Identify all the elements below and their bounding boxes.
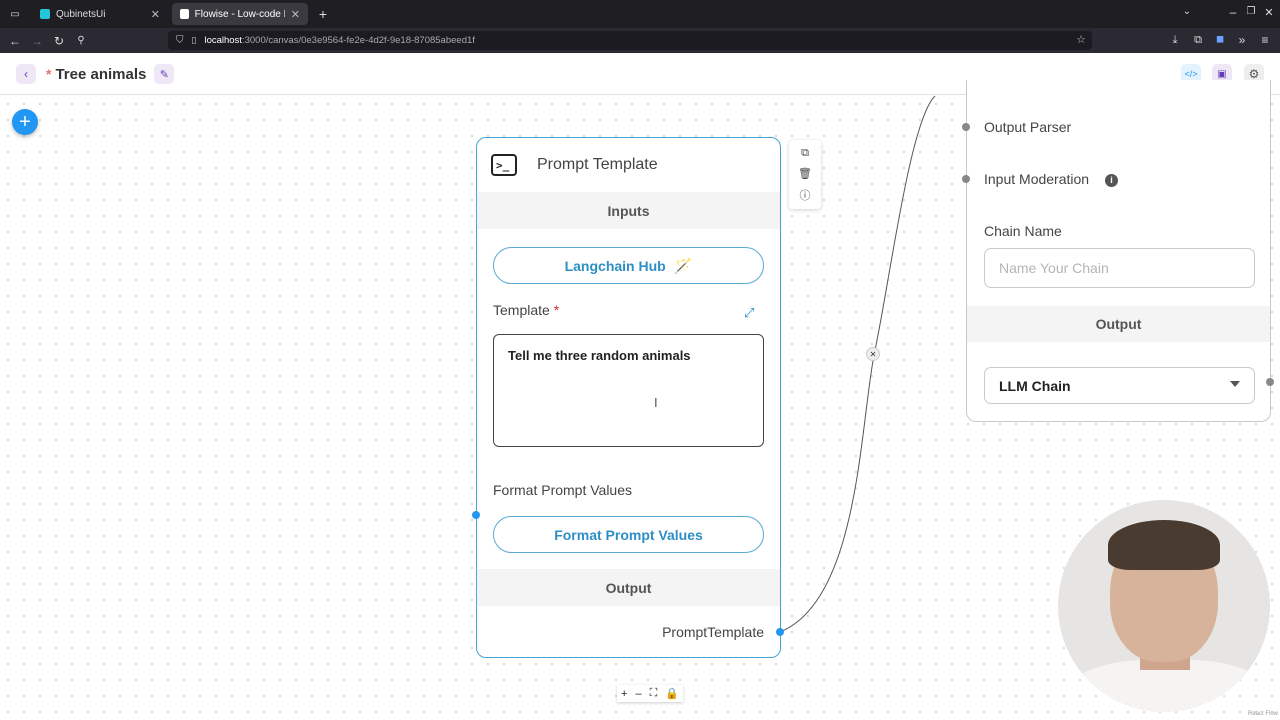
forward-arrow-icon[interactable]: → (31, 33, 43, 48)
chain-output-section-header: Output (967, 306, 1270, 342)
template-label-text: Template (493, 302, 550, 318)
close-tab-icon[interactable]: ✕ (290, 8, 300, 21)
llm-chain-output-handle[interactable] (1266, 378, 1274, 386)
chain-name-label: Chain Name (984, 223, 1062, 239)
chain-name-placeholder: Name Your Chain (999, 260, 1109, 276)
react-flow-attribution[interactable]: React Flow (1247, 711, 1278, 717)
webcam-person-hair (1108, 520, 1220, 570)
reload-icon[interactable]: ↻ (53, 33, 65, 48)
format-prompt-values-button[interactable]: Format Prompt Values (493, 516, 764, 553)
input-moderation-text: Input Moderation (984, 171, 1090, 187)
url-host: localhost (204, 35, 242, 46)
template-label: Template * (493, 302, 559, 318)
downloads-icon[interactable]: ⤓ (1172, 34, 1178, 46)
edge-delete-button[interactable]: ✕ (866, 347, 880, 361)
tab-title: QubinetsUi (56, 8, 106, 20)
chevron-down-icon (1230, 381, 1240, 387)
output-type-select[interactable]: LLM Chain (984, 367, 1255, 404)
input-moderation-input-handle[interactable] (962, 175, 970, 183)
output-parser-label: Output Parser (984, 119, 1072, 135)
back-arrow-icon[interactable]: ← (9, 33, 21, 48)
duplicate-icon[interactable]: ⧉ (801, 146, 809, 159)
fit-view-icon[interactable]: ⛶ (649, 687, 658, 699)
node-title: Prompt Template (537, 156, 658, 173)
info-icon[interactable]: i (1104, 173, 1118, 187)
langchain-hub-label: Langchain Hub (564, 257, 666, 274)
url-bar[interactable]: ⛉ ▯ localhost:3000/canvas/0e3e9564-fe2e-… (168, 31, 1092, 50)
format-values-input-handle[interactable] (472, 511, 480, 519)
tab-overview-icon[interactable]: ▭ (10, 8, 20, 20)
zoom-out-icon[interactable]: – (635, 687, 642, 700)
flowise-favicon-icon (180, 9, 189, 19)
edit-title-button[interactable]: ✎ (154, 64, 175, 84)
zoom-controls: + – ⛶ 🔒 (617, 685, 683, 702)
input-moderation-label: Input Moderation i (984, 171, 1118, 187)
bookmark-star-icon[interactable]: ☆ (1076, 34, 1086, 46)
required-marker: * (553, 302, 560, 318)
zoom-in-icon[interactable]: + (621, 687, 628, 700)
new-tab-icon[interactable]: + (318, 6, 328, 22)
template-textarea[interactable]: Tell me three random animals I (493, 334, 764, 447)
back-button[interactable]: ‹ (16, 64, 36, 84)
close-tab-icon[interactable]: ✕ (150, 8, 160, 21)
prompt-template-output-handle[interactable] (776, 628, 784, 636)
minimize-window-icon[interactable]: – (1229, 5, 1237, 19)
llm-chain-node[interactable]: Output Parser Input Moderation i Chain N… (966, 80, 1271, 422)
close-window-icon[interactable]: ✕ (1264, 7, 1274, 19)
template-value: Tell me three random animals (508, 348, 691, 363)
langchain-hub-button[interactable]: Langchain Hub 🪄 (493, 247, 764, 284)
prompt-template-node[interactable]: >_ Prompt Template Inputs Langchain Hub … (476, 137, 781, 658)
page-icon: ▯ (191, 35, 197, 45)
terminal-icon: >_ (491, 154, 517, 176)
browser-tab-qubinets[interactable]: QubinetsUi ✕ (32, 3, 168, 25)
chain-name-input[interactable]: Name Your Chain (984, 248, 1255, 288)
output-type-value: LLM Chain (999, 377, 1071, 394)
url-path: :3000/canvas/0e3e9564-fe2e-4d2f-9e18-870… (241, 35, 475, 46)
text-cursor-icon: I (654, 395, 658, 410)
delete-trash-icon[interactable]: 🗑 (798, 167, 812, 180)
hamburger-menu-icon[interactable]: ≡ (1261, 33, 1269, 47)
expand-icon[interactable]: ⤢ (744, 305, 755, 320)
lock-icon[interactable]: 🔒 (665, 688, 679, 700)
inputs-section-header: Inputs (477, 192, 780, 229)
node-header: >_ Prompt Template (477, 138, 780, 192)
output-anchor-label: PromptTemplate (662, 624, 764, 640)
api-code-button[interactable]: </> (1181, 64, 1201, 84)
info-icon[interactable]: ⓘ (799, 189, 811, 202)
qubinets-favicon-icon (40, 9, 50, 19)
tab-list-chevron-icon[interactable]: ⌄ (1182, 6, 1192, 17)
browser-tab-bar: ▭ QubinetsUi ✕ Flowise - Low-code LLM ap… (0, 0, 1280, 28)
format-prompt-values-button-label: Format Prompt Values (554, 526, 703, 543)
restore-window-icon[interactable]: ❐ (1246, 6, 1256, 17)
add-node-button[interactable]: + (12, 109, 38, 135)
unsaved-marker: * (46, 66, 52, 82)
output-section-header: Output (477, 569, 780, 606)
shield-icon[interactable]: ⛉ (176, 35, 184, 46)
magic-wand-icon: 🪄 (673, 257, 693, 275)
node-toolbar: ⧉ 🗑 ⓘ (789, 140, 821, 209)
output-parser-input-handle[interactable] (962, 123, 970, 131)
overflow-menu-icon[interactable]: » (1238, 33, 1246, 47)
webcam-overlay (1058, 500, 1270, 712)
bitwarden-icon[interactable]: ◼ (1215, 34, 1225, 45)
tab-title: Flowise - Low-code LLM ap (194, 8, 285, 20)
format-prompt-values-label: Format Prompt Values (493, 482, 633, 498)
flow-title: * Tree animals ✎ (46, 64, 175, 84)
save-flow-button[interactable]: ▣ (1212, 64, 1232, 84)
browser-nav-bar: ← → ↻ ⚲ ⛉ ▯ localhost:3000/canvas/0e3e95… (0, 28, 1280, 53)
browser-tab-flowise[interactable]: Flowise - Low-code LLM ap ✕ (172, 3, 308, 25)
extensions-icon[interactable]: ⧉ (1194, 34, 1202, 46)
flow-title-text: Tree animals (55, 65, 147, 83)
settings-button[interactable]: ⚙ (1244, 64, 1264, 84)
tracking-protection-icon[interactable]: ⚲ (77, 35, 85, 46)
